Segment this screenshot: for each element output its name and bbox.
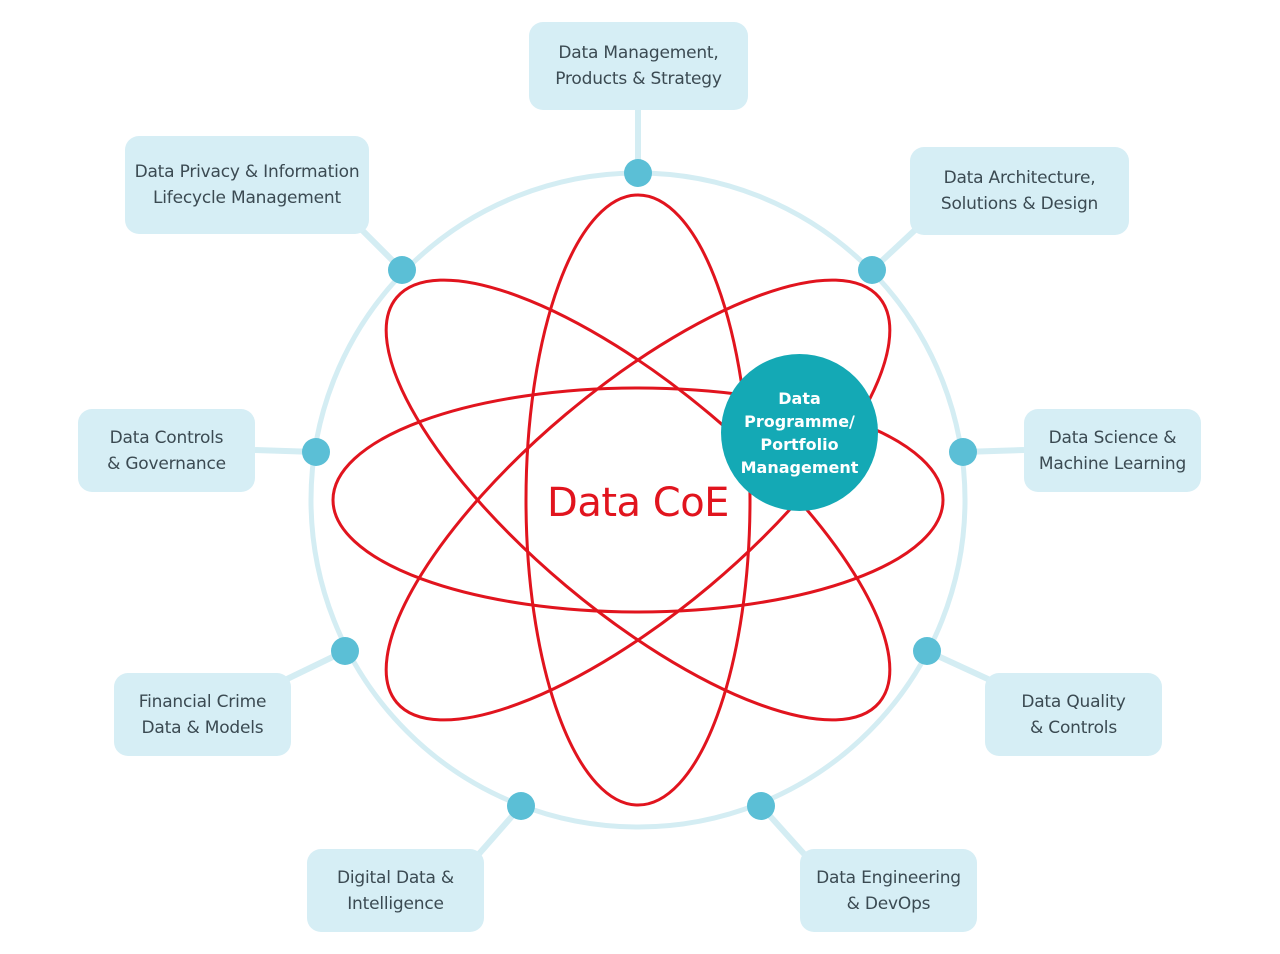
node-data-science[interactable]: Data Science & Machine Learning — [1024, 409, 1201, 492]
orbit-vertical — [524, 193, 752, 807]
orbit-horizontal — [331, 386, 945, 614]
node-data-privacy[interactable]: Data Privacy & Information Lifecycle Man… — [125, 136, 369, 234]
connector-dots — [302, 159, 977, 820]
connector-dot — [302, 438, 330, 466]
connector-dot — [388, 256, 416, 284]
portfolio-management-hub[interactable]: Data Programme/ Portfolio Management — [721, 354, 878, 511]
node-digital-data[interactable]: Digital Data & Intelligence — [307, 849, 484, 932]
connector-dot — [858, 256, 886, 284]
connector-dot — [624, 159, 652, 187]
connector-dot — [331, 637, 359, 665]
orbit-tilted-up — [384, 278, 892, 722]
node-data-architecture[interactable]: Data Architecture, Solutions & Design — [910, 147, 1129, 235]
connector-dot — [949, 438, 977, 466]
node-data-controls[interactable]: Data Controls & Governance — [78, 409, 255, 492]
orbit-tilted-down — [384, 278, 892, 722]
node-financial-crime[interactable]: Financial Crime Data & Models — [114, 673, 291, 756]
connector-dot — [507, 792, 535, 820]
node-data-quality[interactable]: Data Quality & Controls — [985, 673, 1162, 756]
node-data-management[interactable]: Data Management, Products & Strategy — [529, 22, 748, 110]
connector-dot — [747, 792, 775, 820]
connector-dot — [913, 637, 941, 665]
center-title: Data CoE — [547, 480, 729, 526]
node-data-engineering[interactable]: Data Engineering & DevOps — [800, 849, 977, 932]
atom-orbits — [331, 193, 945, 807]
